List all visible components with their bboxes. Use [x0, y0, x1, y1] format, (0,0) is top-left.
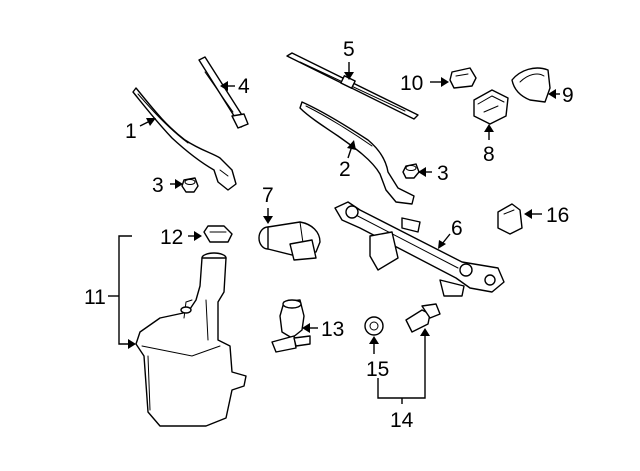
callout-5: 5: [343, 38, 355, 61]
seal-cap-part-9: [511, 67, 551, 103]
cover-block-part-8: [473, 89, 509, 125]
callout-15: 15: [366, 358, 389, 381]
callout-1: 1: [125, 120, 137, 143]
wiper-motor: [258, 221, 321, 261]
wiper-blade-left: [198, 56, 249, 129]
grommet-part-15: [364, 316, 384, 336]
tank-cap-part-12: [203, 225, 233, 243]
callout-16: 16: [546, 204, 569, 227]
nozzle-part-14: [405, 303, 441, 333]
callout-12: 12: [160, 226, 183, 249]
callout-3-left: 3: [152, 174, 164, 197]
arm-cap-left: [181, 177, 199, 193]
wiper-arm-right: [299, 101, 415, 205]
callout-14: 14: [390, 409, 414, 432]
callout-4: 4: [238, 75, 250, 98]
washer-reservoir: [135, 252, 247, 427]
leader-lines: [108, 62, 560, 404]
callout-6: 6: [451, 217, 463, 240]
callout-3-right: 3: [437, 162, 449, 185]
callout-10: 10: [400, 72, 423, 95]
bracket-part-10: [449, 67, 477, 89]
callout-13: 13: [321, 318, 344, 341]
wiper-linkage: [334, 201, 505, 297]
callout-11: 11: [84, 286, 106, 309]
callout-7: 7: [262, 184, 274, 207]
arm-cap-right: [402, 163, 420, 179]
callout-2: 2: [339, 158, 351, 181]
clip-part-16: [497, 203, 523, 235]
wiper-blade-right: [286, 52, 419, 120]
callout-8: 8: [483, 143, 495, 166]
callout-9: 9: [562, 84, 574, 107]
wiper-arm-left: [132, 87, 237, 191]
washer-pump: [271, 299, 311, 353]
callout-labels: 1 4 5 2 3 3 10 9 8 7 6 16 12 11 13 15 14: [84, 38, 574, 432]
